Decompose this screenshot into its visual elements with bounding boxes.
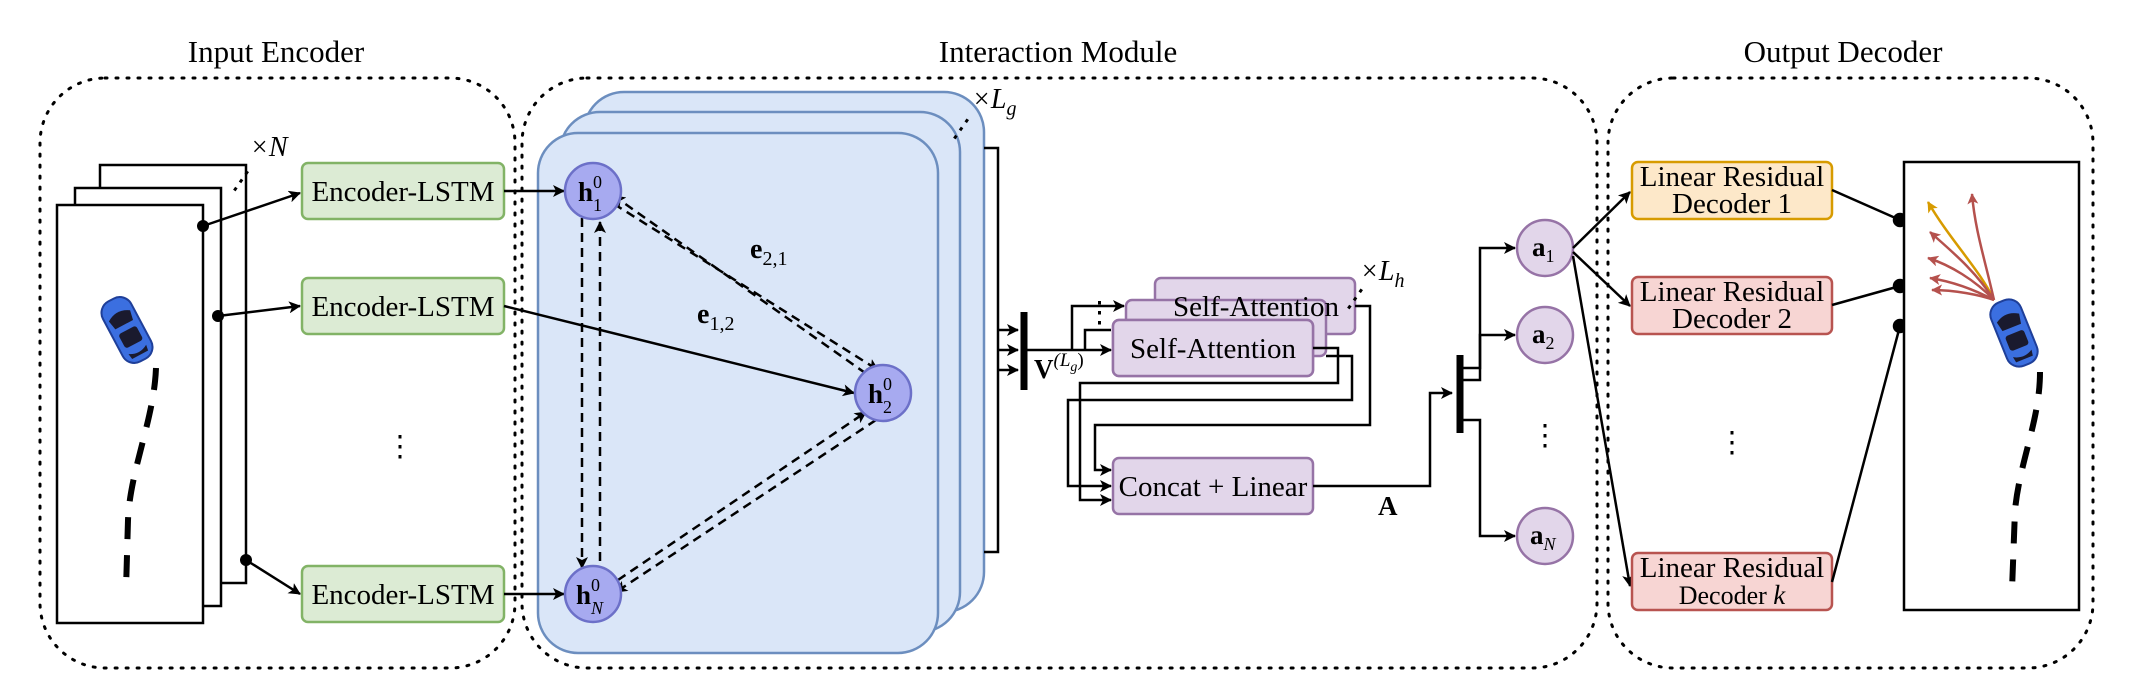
concat-label: Concat + Linear — [1119, 471, 1308, 503]
graph-multiplier: ×Lg — [972, 84, 1016, 120]
output-scene-frame — [1902, 160, 2081, 612]
decoder-1-line1: Linear Residual — [1640, 161, 1824, 193]
agents-multiplier: ×N — [250, 132, 289, 163]
ellipsis-encoders: ⋮ — [386, 431, 415, 463]
decoder-to-output-lines — [1830, 188, 1908, 583]
arrow-concat-to-a — [1313, 387, 1453, 488]
decoder-k: Linear Residual Decoder k — [1630, 551, 1834, 612]
decoder-2-line2: Decoder 2 — [1672, 303, 1792, 335]
edge-label-e12: e1,2 — [697, 299, 734, 335]
input-scene-stack — [55, 163, 248, 625]
encoder-label-2: Encoder-LSTM — [311, 291, 494, 323]
graph-layer-stack — [536, 90, 986, 655]
svg-text:h0N: h0N — [576, 575, 604, 618]
encoder-lstm-2: Encoder-LSTM — [300, 276, 506, 336]
encoder-lstm-n: Encoder-LSTM — [300, 564, 506, 624]
decoder-2-line1: Linear Residual — [1640, 276, 1824, 308]
concat-linear-box: Concat + Linear — [1111, 456, 1315, 516]
encoder-label-1: Encoder-LSTM — [311, 176, 494, 208]
attention-to-concat-paths — [1066, 304, 1372, 506]
output-decoder-container — [1606, 76, 2095, 670]
svg-text:h02: h02 — [868, 374, 892, 417]
graph-output-bracket — [984, 146, 1000, 554]
encoder-lstm-1: Encoder-LSTM — [300, 161, 506, 221]
input-encoder-title: Input Encoder — [188, 34, 365, 69]
v-label: V(Lg) — [1034, 350, 1084, 384]
graph-edges — [576, 194, 879, 594]
decoder-k-line1: Linear Residual — [1640, 552, 1824, 584]
output-trajectory — [2009, 371, 2043, 591]
a-split — [1456, 242, 1516, 542]
v-bar — [998, 312, 1028, 390]
svg-text:aN: aN — [1530, 520, 1557, 554]
predicted-trajectories — [1926, 193, 1996, 302]
decoder-k-line2: Decoder k — [1679, 580, 1787, 610]
node-aN: aN — [1515, 506, 1575, 566]
output-decoder-title: Output Decoder — [1744, 34, 1944, 69]
ellipsis-v-heads: ⋮ — [1085, 297, 1114, 329]
self-attention-label: Self-Attention — [1130, 333, 1296, 365]
svg-text:h01: h01 — [578, 172, 602, 215]
v-to-attention-arrows: ⋮ — [1024, 297, 1125, 356]
decoder-1-line2: Decoder 1 — [1672, 188, 1792, 220]
svg-text:a2: a2 — [1532, 319, 1555, 353]
a-to-decoder-arrows — [1571, 191, 1635, 587]
svg-text:a1: a1 — [1532, 232, 1555, 266]
interaction-module-container — [520, 76, 1599, 670]
a-matrix-label: A — [1378, 491, 1398, 521]
self-attention-label-back: Self-Attention — [1173, 291, 1339, 323]
arrow-enc2-h2 — [503, 304, 855, 397]
ellipsis-a-nodes: ⋮ — [1531, 420, 1560, 452]
heads-multiplier: ×Lh — [1360, 256, 1404, 292]
input-encoder-container — [38, 76, 517, 670]
stack-to-encoder-arrows — [197, 190, 301, 596]
decoder-1: Linear Residual Decoder 1 — [1630, 160, 1834, 221]
input-trajectory — [123, 367, 159, 591]
ellipsis-decoders: ⋮ — [1718, 427, 1747, 459]
encoder-label-n: Encoder-LSTM — [311, 579, 494, 611]
edge-label-e21: e2,1 — [750, 234, 787, 270]
node-a2: a2 — [1515, 305, 1575, 365]
node-a1: a1 — [1515, 218, 1575, 278]
self-attention-stack: Self-Attention Self-Attention — [1111, 276, 1357, 378]
interaction-module-title: Interaction Module — [939, 34, 1177, 69]
decoder-2: Linear Residual Decoder 2 — [1630, 275, 1834, 336]
